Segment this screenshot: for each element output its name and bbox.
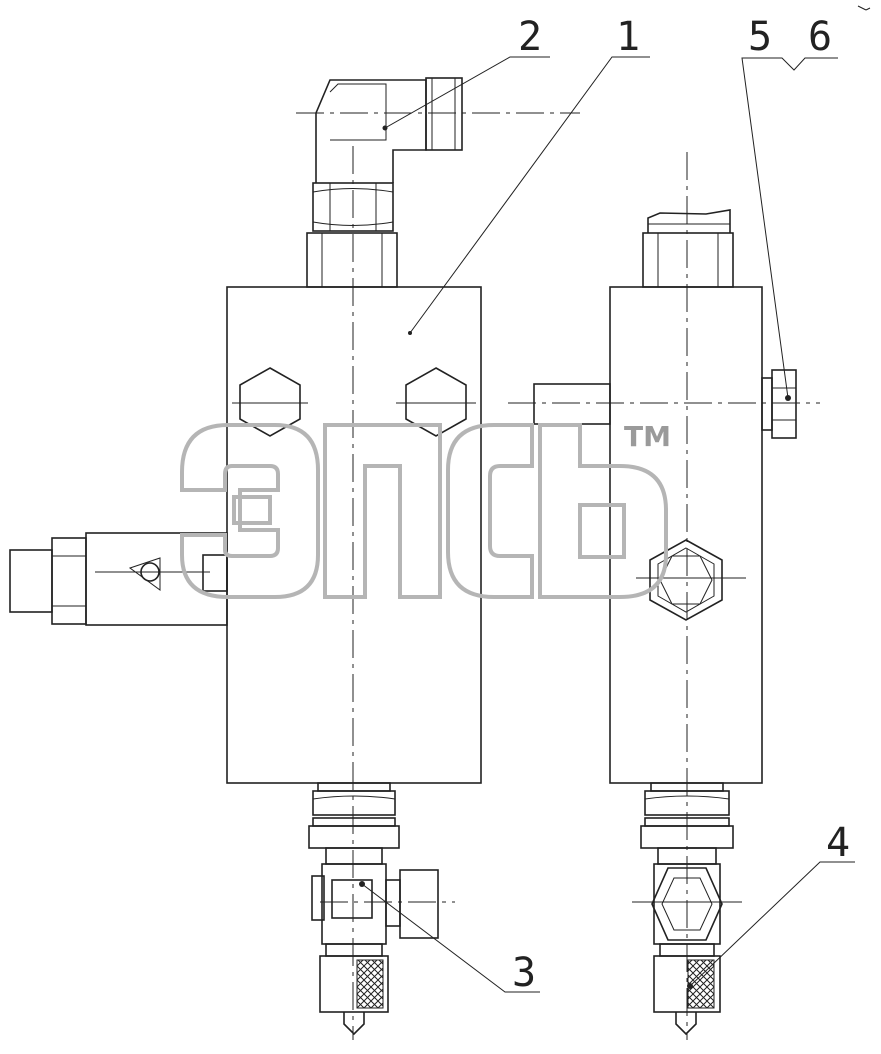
check-valve-left — [9, 532, 228, 626]
hex-plug-left — [239, 367, 301, 437]
callout-2: 2 — [518, 14, 542, 60]
right-valve-block — [508, 152, 820, 1040]
callout-6: 6 — [808, 14, 832, 60]
callouts: 2 1 5 6 3 4 — [359, 14, 855, 996]
left-valve-block — [9, 77, 580, 1040]
callout-4: 4 — [826, 820, 850, 866]
callout-1: 1 — [616, 14, 640, 60]
needle-valve-left — [311, 863, 439, 1036]
hex-plug-right — [405, 367, 467, 437]
callout-5: 5 — [748, 14, 772, 60]
watermark-tm: TM — [624, 420, 671, 453]
callout-3: 3 — [512, 950, 536, 996]
watermark-logo: TM — [180, 420, 671, 599]
corner-mark — [857, 5, 871, 11]
elbow-fitting — [315, 77, 463, 183]
